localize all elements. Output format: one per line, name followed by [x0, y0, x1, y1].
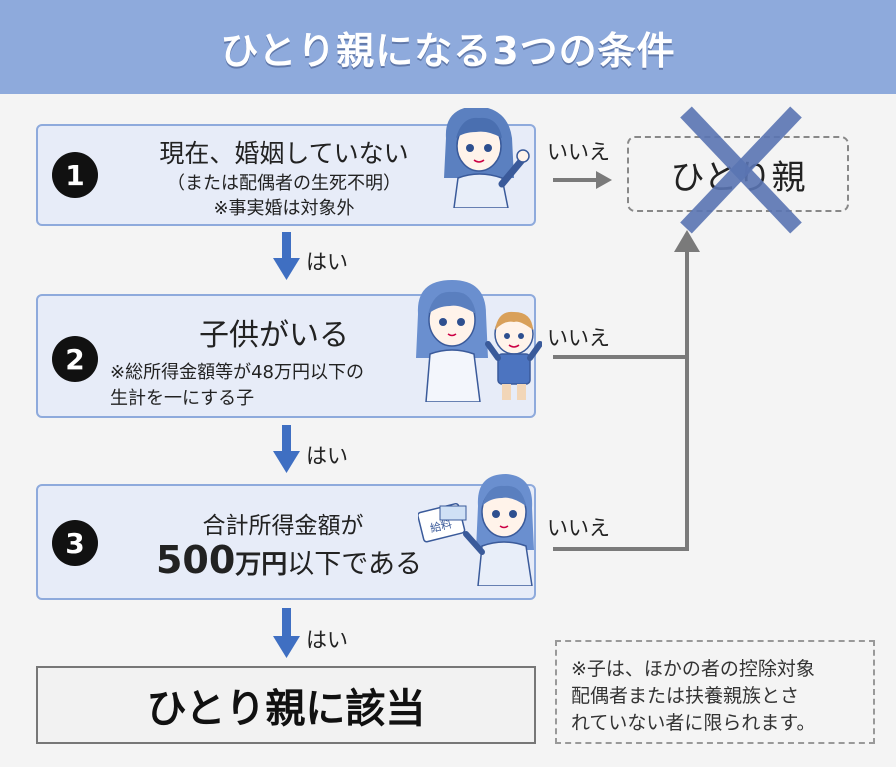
mother-and-child-illustration: [416, 280, 542, 402]
no-label-3: いいえ: [547, 516, 610, 540]
step-2-main-text: 子供がいる: [199, 318, 349, 353]
no-label-2: いいえ: [547, 326, 610, 350]
riser-arrow-head: [674, 230, 700, 252]
woman-waving-illustration: [444, 108, 530, 208]
no-label-1: いいえ: [547, 140, 610, 164]
yes-label-3: はい: [306, 628, 348, 652]
woman-with-payslip-illustration: 給料: [418, 474, 534, 586]
payslip-label: 給料: [429, 516, 454, 535]
amount-condition: 以下である: [287, 549, 423, 580]
yes-arrow-3-shaft: [282, 608, 291, 638]
step-2-sub-line-2: 生計を一にする子: [110, 388, 255, 409]
yes-label-2: はい: [306, 444, 348, 468]
step-1-sub-text: （または配偶者の生死不明）: [167, 173, 401, 194]
result-box: ひとり親に該当: [36, 666, 536, 744]
step-2-sub-line-1: ※総所得金額等が48万円以下の: [110, 362, 364, 383]
yes-label-1: はい: [306, 250, 348, 274]
step-number-badge: 3: [52, 520, 98, 566]
footnote-box: ※子は、ほかの者の控除対象 配偶者または扶養親族とさ れていない者に限られます。: [555, 640, 875, 744]
yes-arrow-2-shaft: [282, 425, 291, 453]
no-arrow-1-head: [596, 171, 612, 189]
yes-arrow-1-head: [273, 258, 300, 280]
footnote-line-1: ※子は、ほかの者の控除対象: [571, 658, 815, 680]
cross-mark-stroke-2: [680, 106, 802, 234]
amount-number: 500: [155, 538, 236, 582]
page-title: ひとり親になる3つの条件: [220, 28, 676, 73]
step-1-note-text: ※事実婚は対象外: [213, 198, 355, 219]
condition-step-2: 2 子供がいる ※総所得金額等が48万円以下の 生計を一にする子: [36, 280, 542, 418]
yes-arrow-3-head: [273, 636, 300, 658]
step-number-badge: 2: [52, 336, 98, 382]
result-text: ひとり親に該当: [146, 686, 426, 732]
step-3-line-1: 合計所得金額が: [202, 513, 364, 539]
footnote-line-3: れていない者に限られます。: [571, 712, 816, 734]
condition-step-3: 3 合計所得金額が 500万円以下である 給料: [36, 474, 536, 600]
yes-arrow-1-shaft: [282, 232, 291, 260]
yes-arrow-2-head: [273, 451, 300, 473]
step-3-line-2: 500万円以下である: [134, 538, 444, 582]
footnote-line-2: 配偶者または扶養親族とさ: [571, 685, 800, 707]
step-number-badge: 1: [52, 152, 98, 198]
condition-step-1: 1 現在、婚姻していない （または配偶者の生死不明） ※事実婚は対象外: [36, 108, 536, 226]
header-bar: ひとり親になる3つの条件: [0, 0, 896, 94]
amount-unit: 万円: [235, 550, 288, 580]
step-1-main-text: 現在、婚姻していない: [159, 139, 409, 168]
